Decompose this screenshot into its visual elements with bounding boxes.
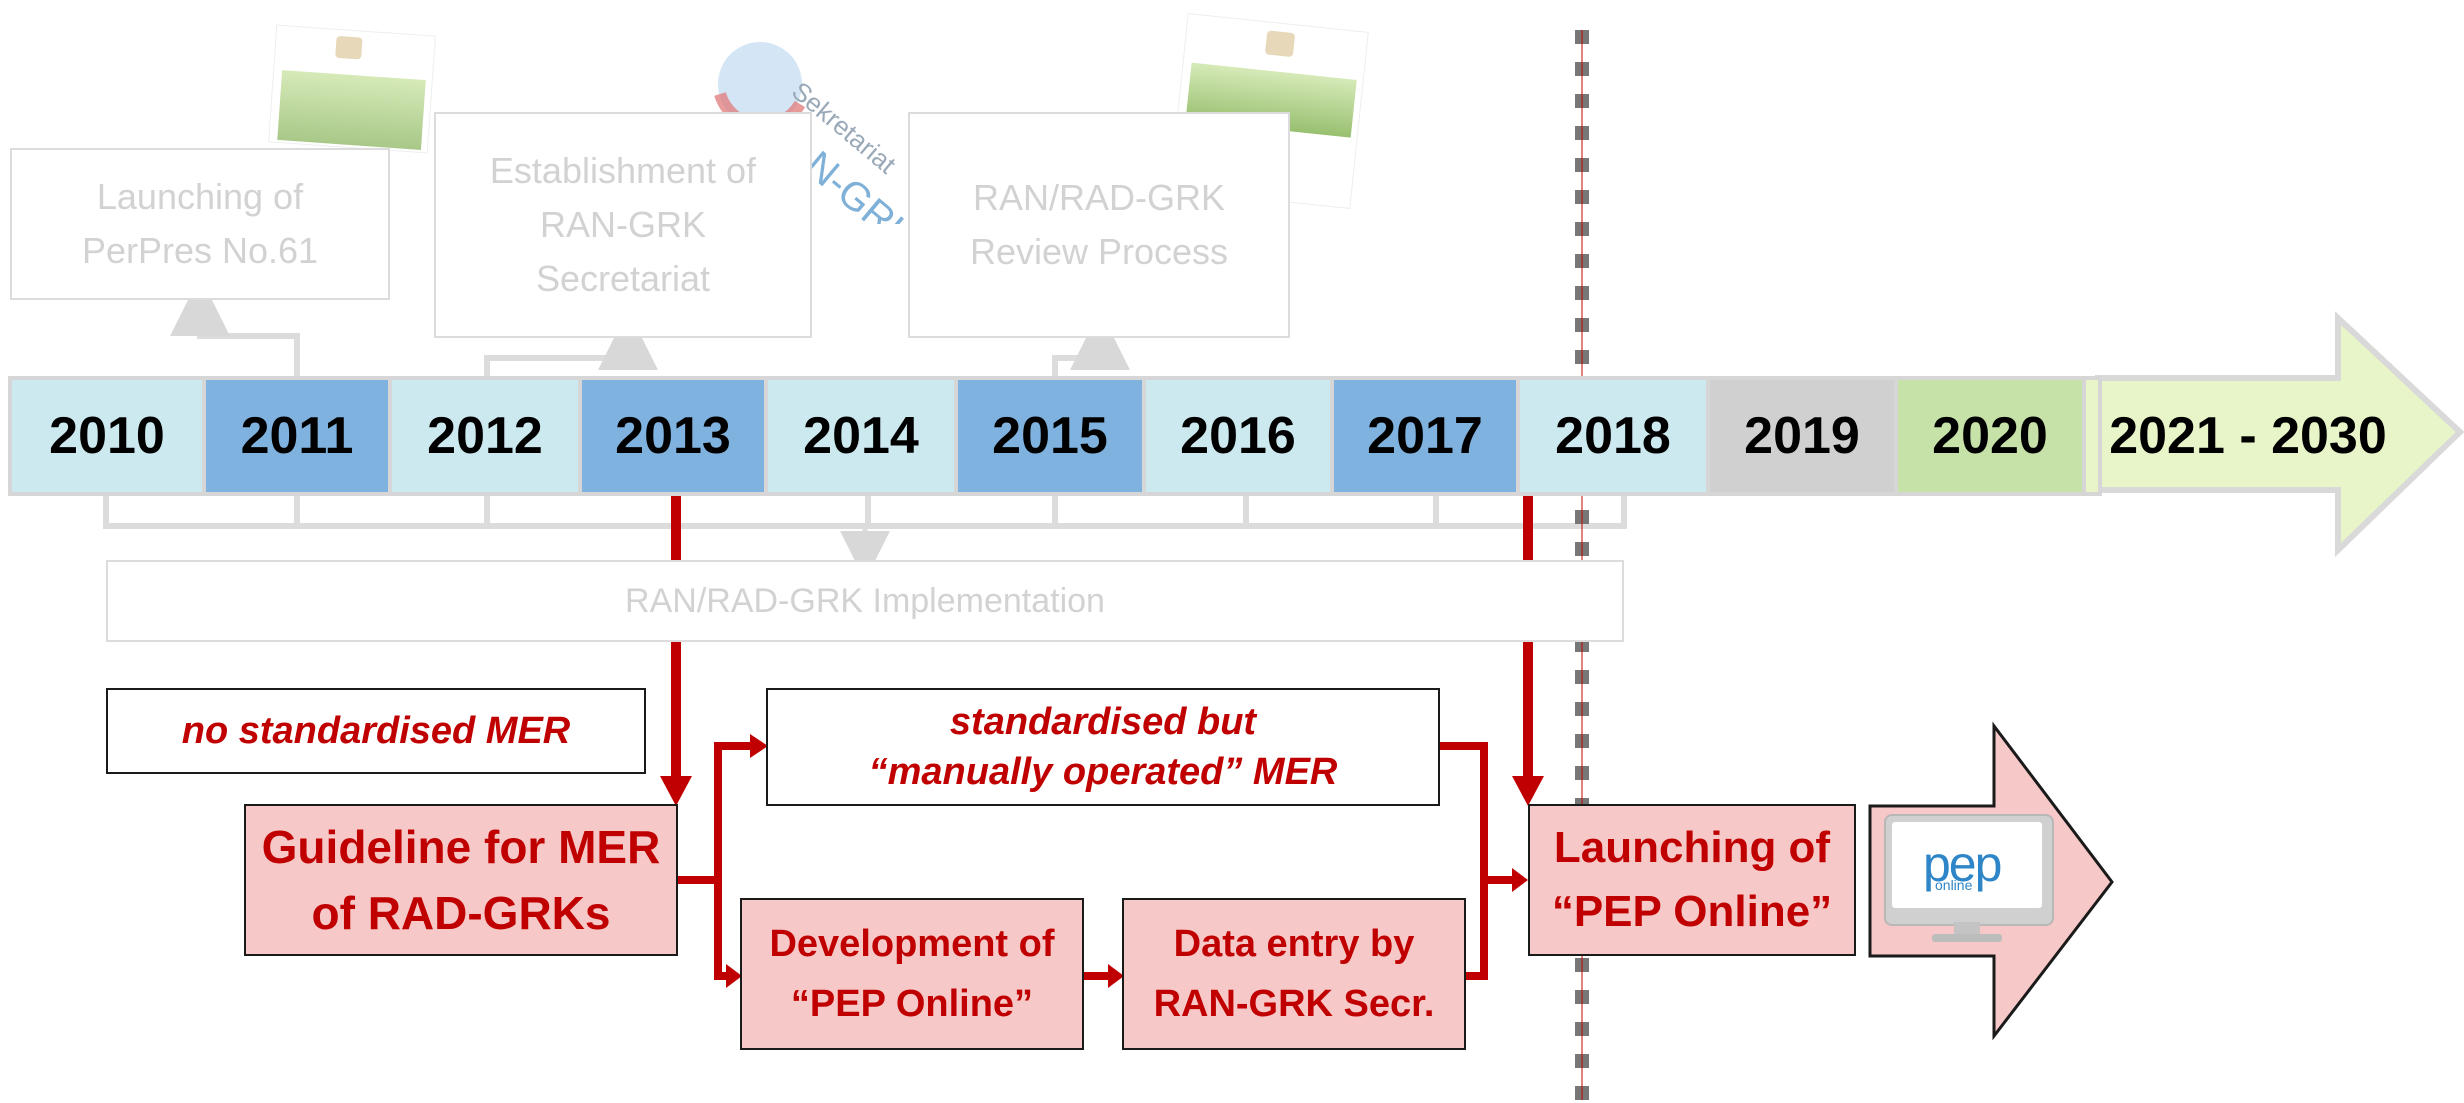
review-process-text: RAN/RAD-GRK Review Process: [969, 177, 1229, 272]
year-2019: 2019: [1710, 380, 1894, 492]
development-pep-text: Development of “PEP Online”: [769, 923, 1055, 1025]
launching-perpres-text: Launching of PerPres No.61: [81, 176, 319, 271]
year-2012: 2012: [392, 380, 578, 492]
year-2017: 2017: [1334, 380, 1516, 492]
review-process-box: RAN/RAD-GRK Review Process: [908, 112, 1290, 338]
launching-pep-text: Launching of “PEP Online”: [1551, 823, 1833, 936]
implementation-text: RAN/RAD-GRK Implementation: [625, 582, 1105, 620]
secretariat-establishment-text: Establishment of RAN-GRK Secretariat: [489, 150, 757, 299]
pep-logo-subtext: online: [1935, 877, 1973, 893]
standardised-manual-mer-box: standardised but “manually operated” MER: [766, 688, 1440, 806]
launching-perpres-box: Launching of PerPres No.61: [10, 148, 390, 300]
year-2011: 2011: [206, 380, 388, 492]
implementation-box: RAN/RAD-GRK Implementation: [106, 560, 1624, 642]
perpres-document-thumbnail: [268, 24, 436, 154]
timeline-arrow-head: [2095, 311, 2464, 558]
year-2015: 2015: [958, 380, 1142, 492]
data-entry-box: Data entry by RAN-GRK Secr.: [1122, 898, 1466, 1050]
guideline-mer-box: Guideline for MER of RAD-GRKs: [244, 804, 678, 956]
year-2016: 2016: [1146, 380, 1330, 492]
year-2013: 2013: [582, 380, 764, 492]
year-2021-2030-label: 2021 - 2030: [2109, 407, 2387, 465]
timeline-bar: 2010 2011 2012 2013 2014 2015 2016 2017 …: [8, 376, 2102, 496]
guideline-mer-text: Guideline for MER of RAD-GRKs: [261, 821, 661, 939]
year-2018: 2018: [1520, 380, 1706, 492]
year-2021-2030: [2086, 380, 2098, 492]
year-2020: 2020: [1898, 380, 2082, 492]
no-standardised-mer-text: no standardised MER: [181, 709, 571, 752]
pep-logo-text: pep: [1923, 836, 2002, 892]
data-entry-text: Data entry by RAN-GRK Secr.: [1153, 923, 1435, 1025]
development-pep-box: Development of “PEP Online”: [740, 898, 1084, 1050]
year-2010: 2010: [12, 380, 202, 492]
monitor-icon: pep online: [1884, 814, 2054, 946]
launching-pep-box: Launching of “PEP Online”: [1528, 804, 1856, 956]
year-2014: 2014: [768, 380, 954, 492]
pep-online-logo: pep online: [1917, 835, 2017, 895]
standardised-manual-mer-text: standardised but “manually operated” MER: [868, 701, 1338, 793]
no-standardised-mer-box: no standardised MER: [106, 688, 646, 774]
secretariat-establishment-box: Establishment of RAN-GRK Secretariat: [434, 112, 812, 338]
